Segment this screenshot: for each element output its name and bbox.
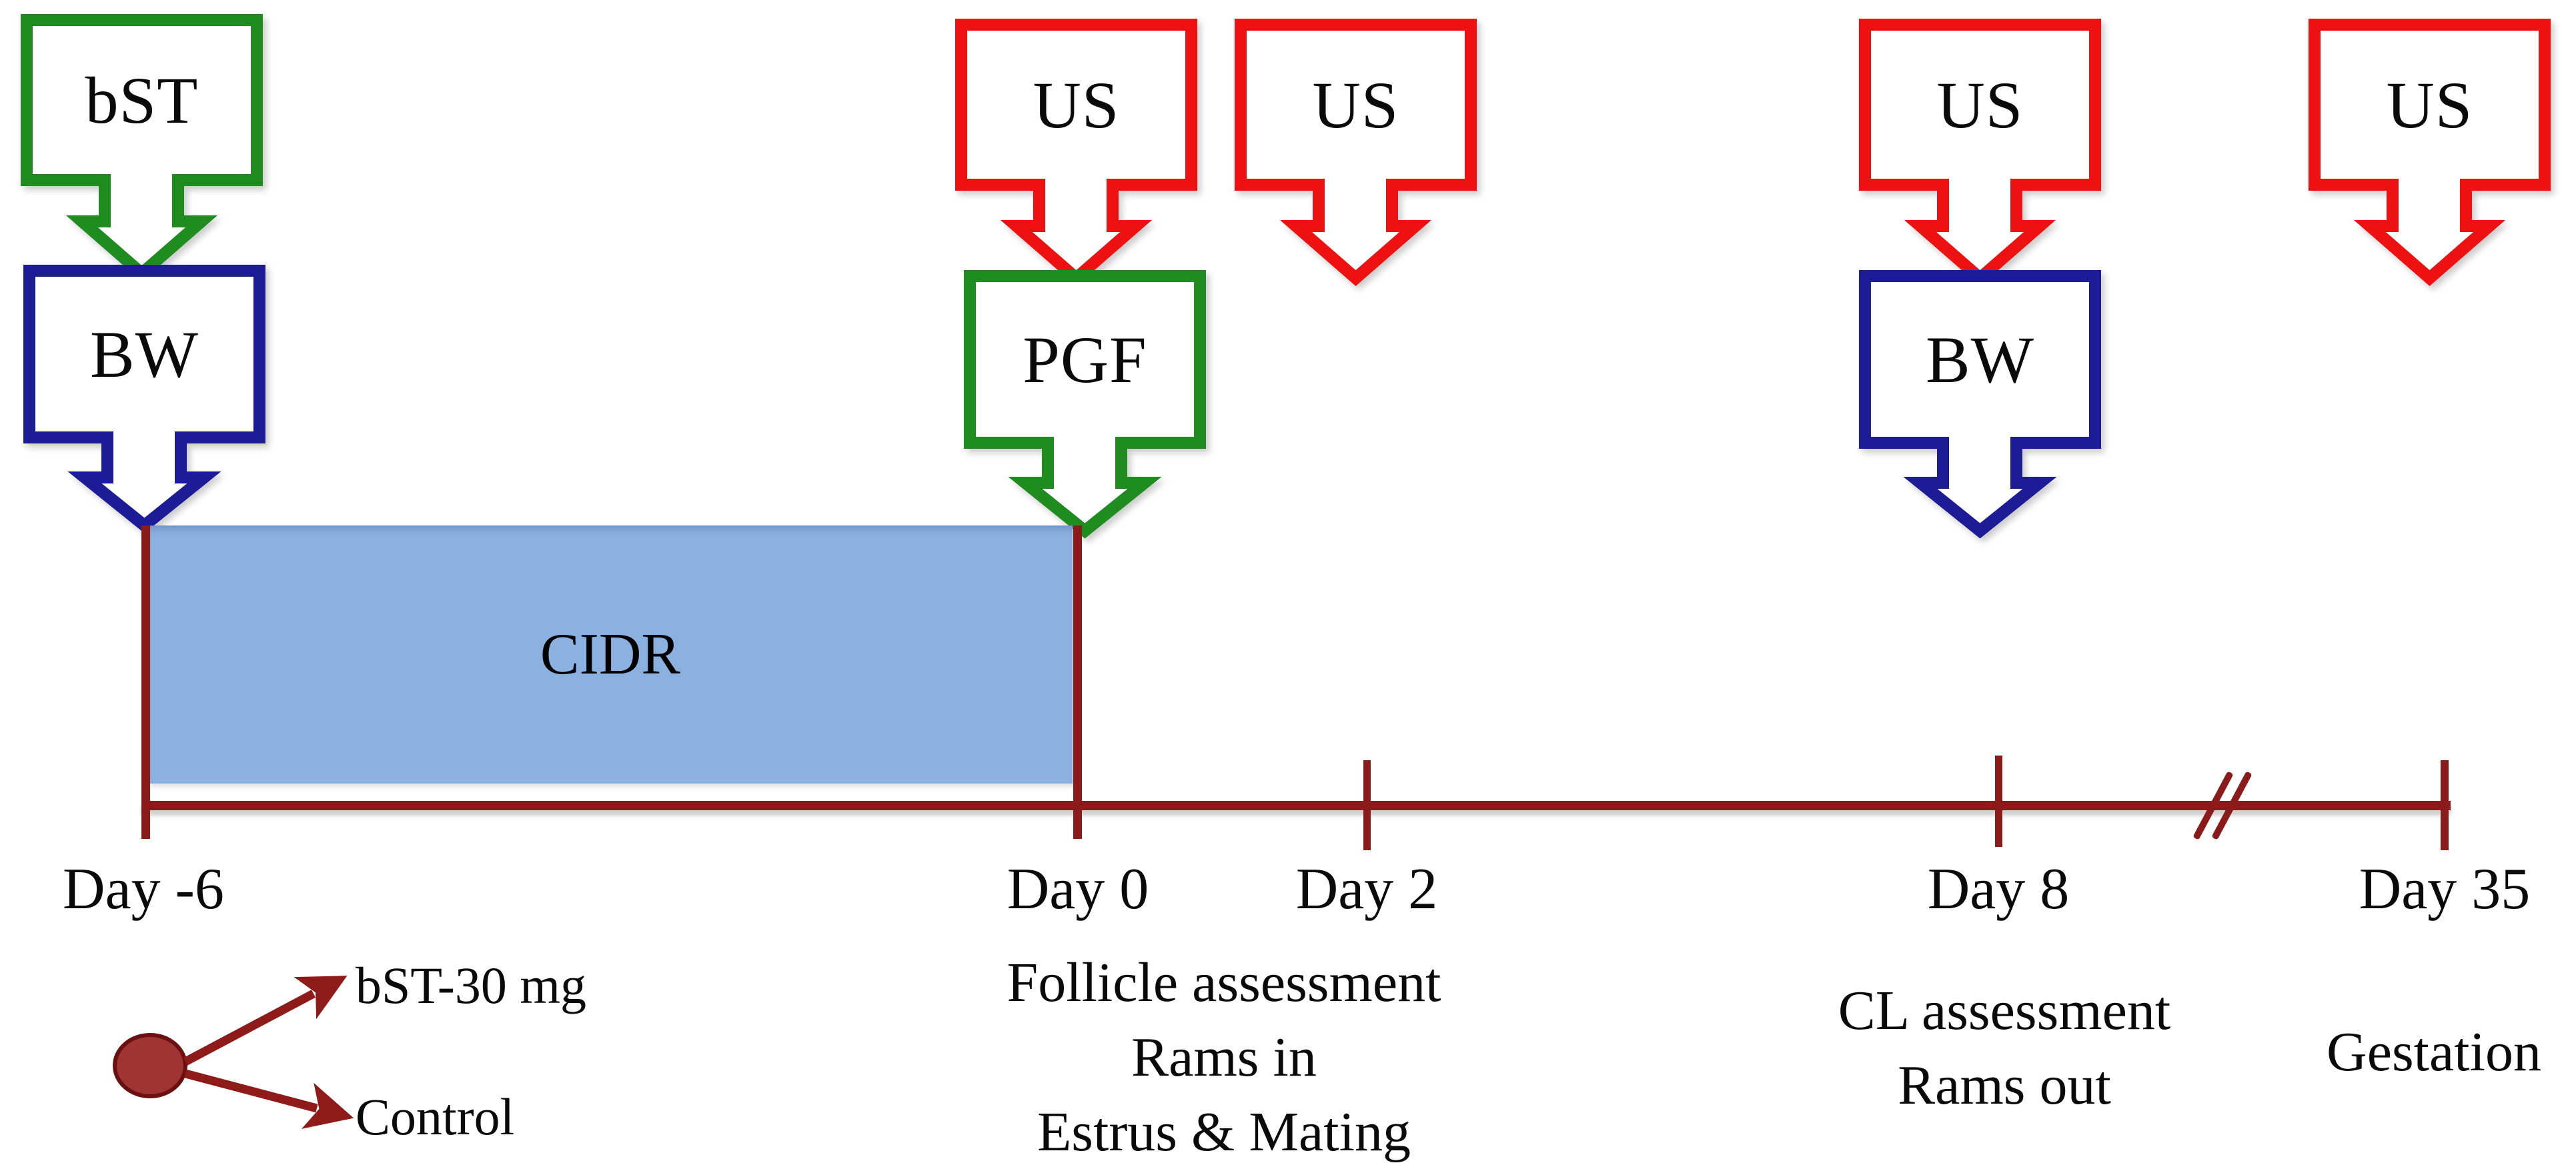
cidr-bar: CIDR bbox=[148, 525, 1073, 784]
day-label-0: Day 0 bbox=[1007, 857, 1149, 922]
down-arrow-callout-icon bbox=[2309, 19, 2551, 286]
down-arrow-callout-icon bbox=[1859, 19, 2101, 286]
us-label-day8: US bbox=[1936, 67, 2024, 142]
timeline-tick-day35 bbox=[2441, 760, 2449, 850]
treatment-split-icon bbox=[113, 976, 354, 1129]
day8-annotation: CL assessment Rams out bbox=[1671, 974, 2338, 1123]
day-label-8: Day 8 bbox=[1927, 857, 2070, 922]
day-label-minus6: Day -6 bbox=[63, 857, 224, 922]
bw-label-day8: BW bbox=[1925, 322, 2035, 397]
down-arrow-callout-icon bbox=[964, 270, 1206, 539]
timeline-tick-day8 bbox=[1995, 756, 2002, 847]
group-label-control: Control bbox=[356, 1088, 515, 1146]
day0-annotation: Follicle assessment Rams in Estrus & Mat… bbox=[890, 946, 1557, 1170]
day-label-2: Day 2 bbox=[1295, 857, 1438, 922]
branch-arrow-down-icon bbox=[184, 1069, 354, 1129]
bw-label-day-minus6: BW bbox=[89, 317, 199, 391]
timeline-vline-day0 bbox=[1073, 525, 1082, 839]
bst-label: bST bbox=[85, 63, 199, 137]
annotation-line: Rams out bbox=[1898, 1054, 2111, 1116]
group-split-node bbox=[113, 1033, 187, 1098]
timeline-vline-day-minus6 bbox=[141, 525, 150, 839]
day35-annotation: Gestation bbox=[2100, 1015, 2576, 1090]
timeline-tick-day2 bbox=[1363, 760, 1371, 850]
cidr-label: CIDR bbox=[540, 622, 681, 687]
down-arrow-callout-icon bbox=[21, 14, 263, 281]
annotation-line: Gestation bbox=[2327, 1021, 2541, 1083]
down-arrow-callout-icon bbox=[955, 19, 1197, 286]
us-label-day0: US bbox=[1033, 67, 1120, 142]
down-arrow-callout-icon bbox=[1235, 19, 1477, 286]
down-arrow-callout-icon bbox=[1859, 270, 2101, 539]
day-label-35: Day 35 bbox=[2359, 857, 2531, 922]
timeline-axis bbox=[141, 801, 2451, 810]
us-label-day2: US bbox=[1312, 67, 1399, 142]
annotation-line: CL assessment bbox=[1838, 980, 2171, 1042]
pgf-label: PGF bbox=[1023, 322, 1147, 397]
branch-arrow-up-icon bbox=[183, 976, 348, 1066]
us-label-day35: US bbox=[2386, 67, 2473, 142]
group-label-bst: bST-30 mg bbox=[356, 956, 587, 1014]
down-arrow-callout-icon bbox=[23, 265, 265, 533]
annotation-line: Follicle assessment bbox=[1007, 952, 1441, 1014]
annotation-line: Estrus & Mating bbox=[1037, 1101, 1411, 1163]
annotation-line: Rams in bbox=[1131, 1026, 1317, 1088]
